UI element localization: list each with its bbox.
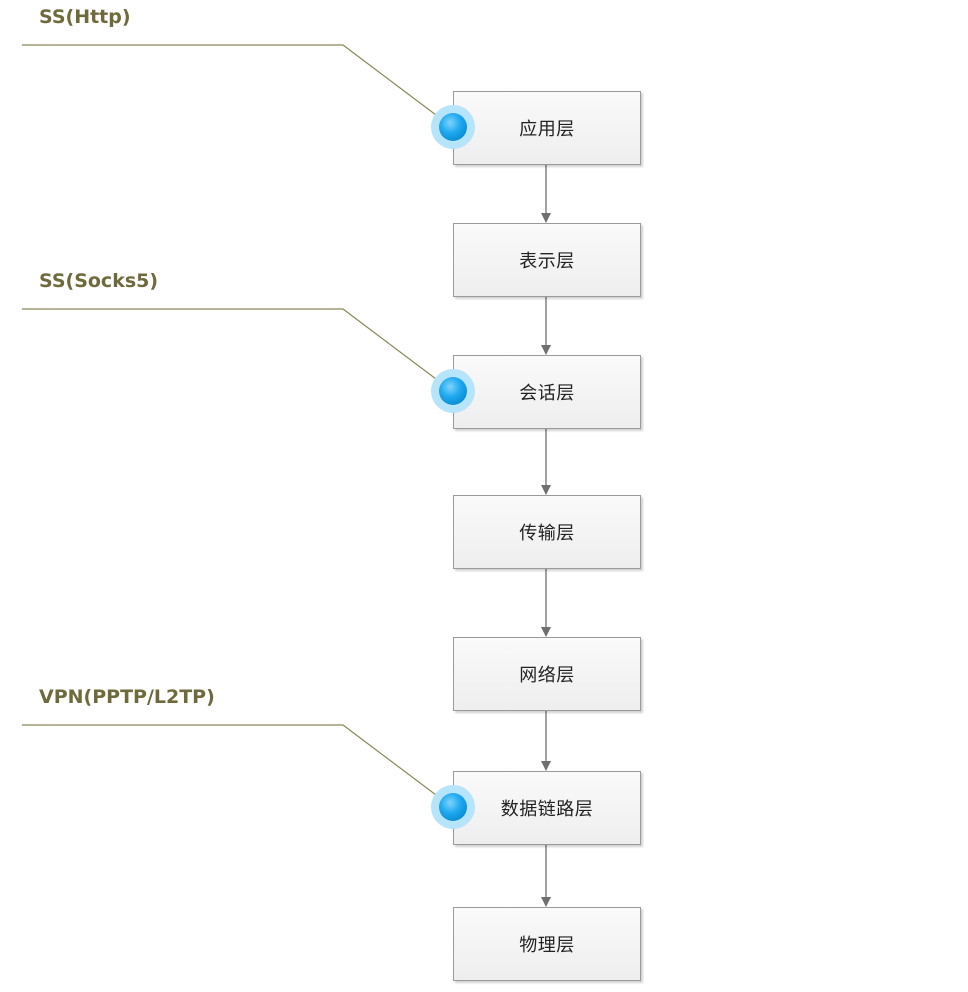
layer-box-application: 应用层 — [453, 91, 641, 165]
layer-box-network: 网络层 — [453, 637, 641, 711]
layer-label: 传输层 — [519, 523, 575, 544]
layer-label: 应用层 — [519, 119, 575, 140]
layer-box-physical: 物理层 — [453, 907, 641, 981]
layer-label: 数据链路层 — [500, 799, 594, 820]
layer-box-transport: 传输层 — [453, 495, 641, 569]
callout-line-vpn — [22, 724, 453, 808]
callout-line-ss-socks5 — [22, 308, 453, 392]
layer-box-session: 会话层 — [453, 355, 641, 429]
callout-line-ss-http — [22, 44, 453, 128]
layer-label: 会话层 — [519, 383, 575, 404]
layer-label: 表示层 — [519, 251, 575, 272]
callout-label-ss-http: SS(Http) — [39, 6, 131, 28]
layer-label: 网络层 — [519, 665, 575, 686]
layer-box-data-link: 数据链路层 — [453, 771, 641, 845]
callout-label-vpn: VPN(PPTP/L2TP) — [39, 686, 215, 708]
layer-box-presentation: 表示层 — [453, 223, 641, 297]
callout-label-ss-socks5: SS(Socks5) — [39, 270, 159, 292]
layer-label: 物理层 — [519, 935, 575, 956]
